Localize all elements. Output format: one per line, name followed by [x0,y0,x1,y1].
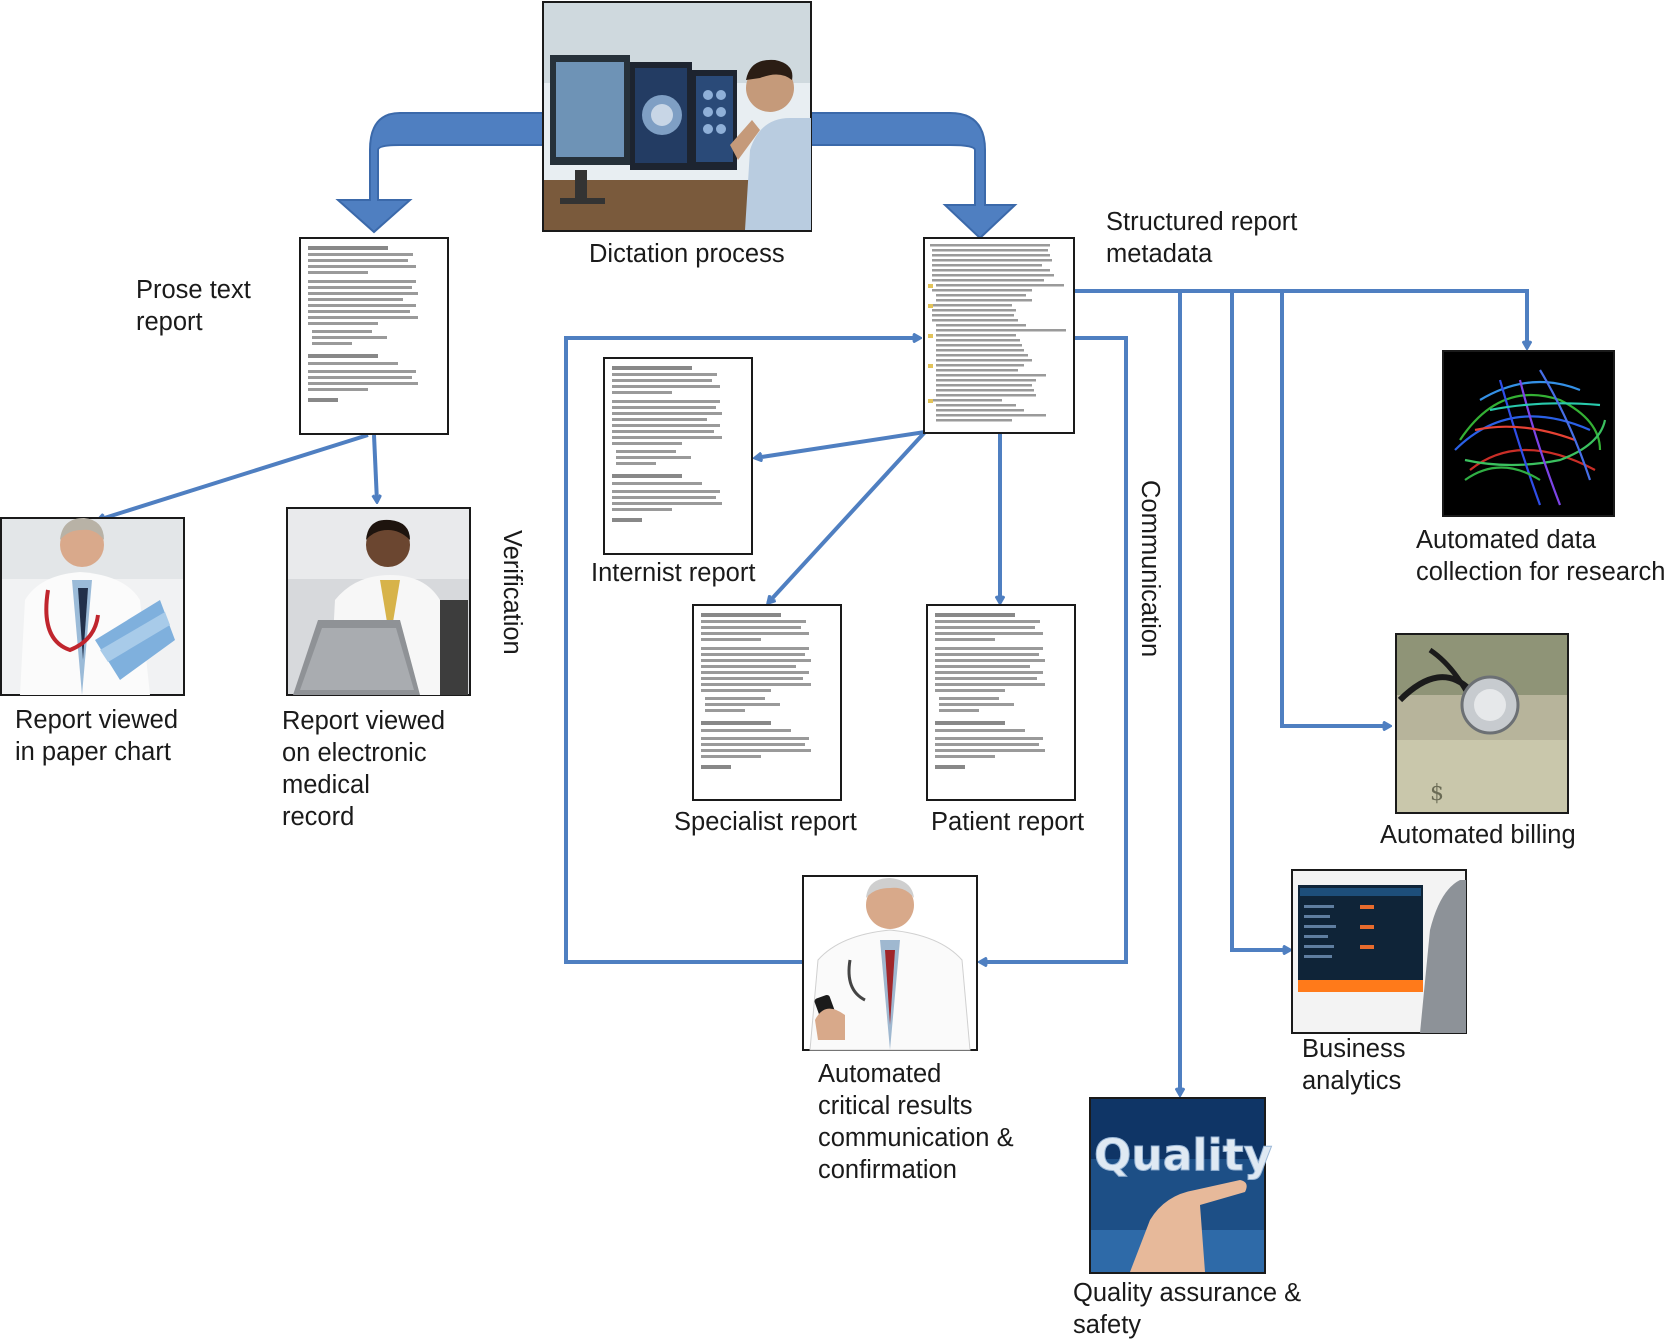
svg-text:$: $ [1430,781,1444,806]
doctor-with-phone-photo [802,875,978,1051]
quality-touchscreen-photo: Quality [1089,1097,1273,1274]
curved-arrow-to-prose [335,112,546,234]
billing-label: Automated billing [1380,821,1576,849]
specialist-report-document [692,604,842,801]
specialist-report-label: Specialist report [674,808,857,836]
research-label: Automated data collection for research [1416,526,1666,586]
doctor-with-laptop-photo [286,507,471,696]
prose-report-document [299,237,449,435]
metadata-bus [1073,289,1527,348]
critical-results-label: Automated critical results communication… [818,1060,1014,1184]
arrow-prose-to-emr [374,434,377,502]
communication-label: Communication [1136,480,1164,658]
analytics-dashboard-photo [1291,869,1467,1034]
internist-report-label: Internist report [591,559,756,587]
analytics-label: Business analytics [1302,1035,1406,1095]
arrow-to-billing [1280,291,1390,726]
communication-loop [980,336,1128,962]
patient-report-document [926,604,1076,801]
dictation-photo [542,1,812,232]
quality-word: Quality [1094,1130,1272,1181]
arrow-structured-to-specialist [768,430,927,603]
structured-metadata-label: Structured report metadata [1106,208,1298,268]
arrow-structured-to-internist [755,430,926,458]
brain-tractography-photo [1442,350,1615,517]
paper-chart-label: Report viewed in paper chart [15,706,178,766]
emr-label: Report viewed on electronic medical reco… [282,707,445,831]
patient-report-label: Patient report [931,808,1085,836]
doctor-reading-folder-photo [0,517,185,696]
internist-report-document [603,357,753,555]
curved-arrow-to-structured [809,112,1018,240]
verification-loop [564,338,920,964]
stethoscope-on-money-photo: $ [1395,633,1569,814]
dictation-label: Dictation process [589,240,785,268]
arrow-prose-to-paper [98,433,369,520]
prose-report-label: Prose text report [136,276,251,336]
verification-label: Verification [498,530,526,655]
arrow-to-analytics [1230,291,1290,950]
quality-label: Quality assurance & safety [1073,1279,1302,1339]
structured-metadata-document [923,237,1075,434]
